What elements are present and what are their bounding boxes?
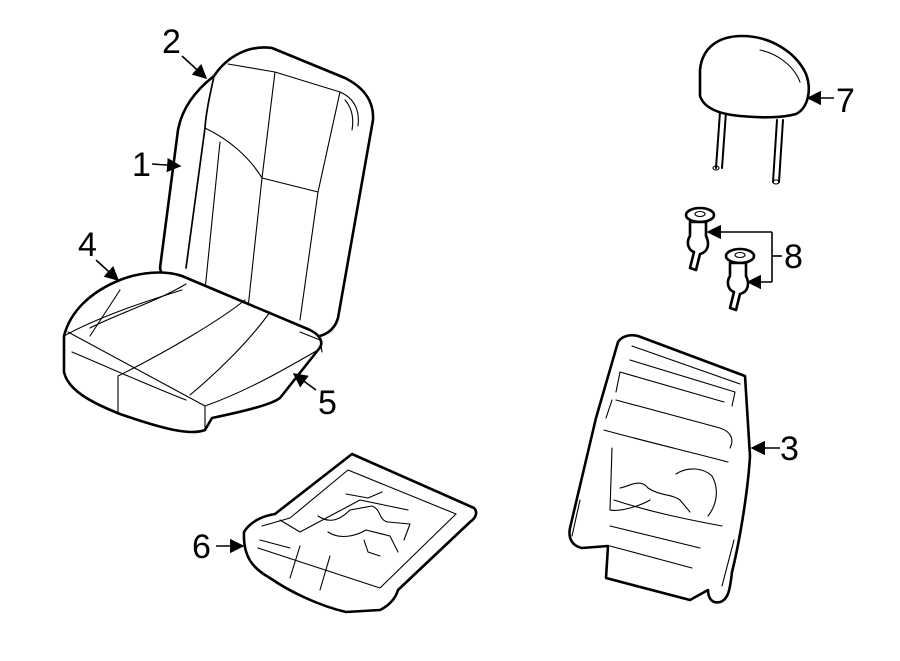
- seat-back-frame-part: [568, 333, 752, 604]
- seat-cushion-part: [62, 271, 323, 434]
- callout-5: 5: [318, 384, 337, 422]
- leader-2: [181, 55, 208, 79]
- callout-7: 7: [836, 82, 855, 120]
- head-restraint-part: [698, 34, 810, 185]
- guide-part-upper: [684, 206, 716, 272]
- callout-2: 2: [162, 23, 181, 61]
- callout-1: 1: [132, 146, 151, 184]
- callout-6: 6: [192, 528, 211, 566]
- leader-1: [151, 157, 182, 173]
- callout-3: 3: [780, 430, 799, 468]
- leader-5: [292, 373, 317, 391]
- guide-part-lower: [724, 247, 756, 312]
- leader-4: [95, 259, 120, 281]
- cushion-pad-part: [242, 452, 478, 614]
- seat-back-part: [158, 46, 375, 339]
- callout-4: 4: [78, 226, 97, 264]
- callout-8: 8: [784, 238, 803, 276]
